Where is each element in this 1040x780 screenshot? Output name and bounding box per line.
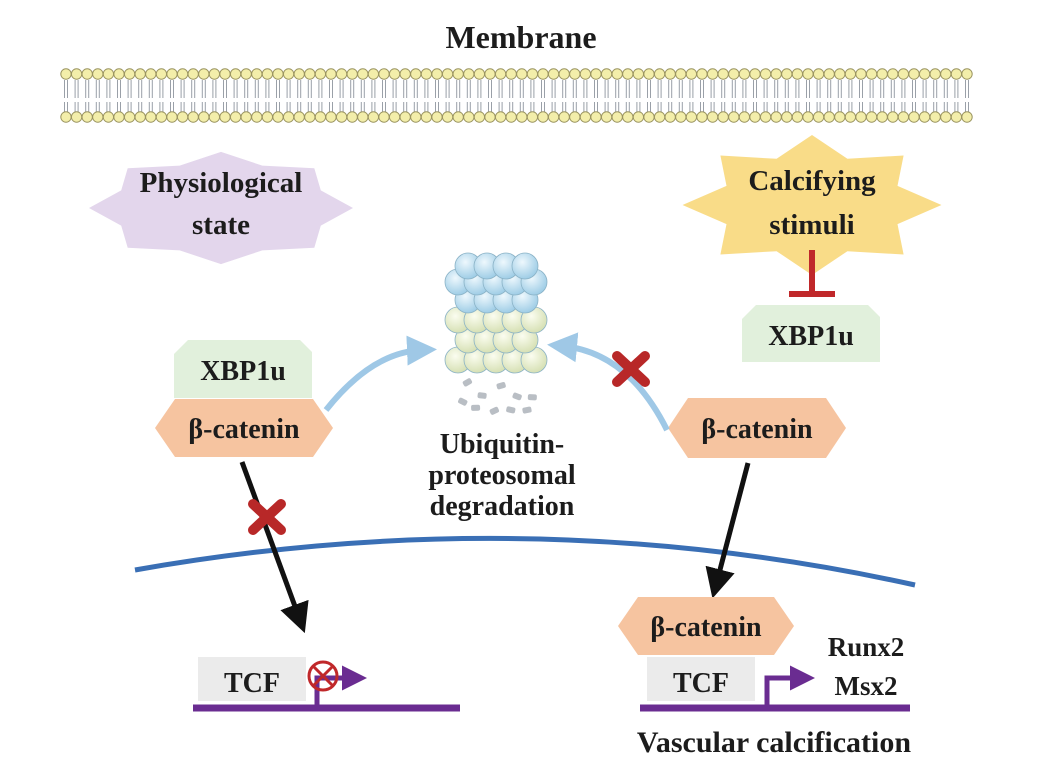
- nuclear-translocation-arrow: [705, 462, 751, 599]
- degradation-arrow-right: [547, 332, 670, 432]
- beta-catenin-left: β-catenin: [155, 399, 333, 457]
- calcifying-stimuli-label-line1: Calcifying: [748, 165, 876, 197]
- tcf-left-label: TCF: [224, 668, 280, 699]
- target-gene-msx2: Msx2: [835, 671, 898, 701]
- proteasome-label-line3: degradation: [430, 491, 575, 522]
- degradation-arrow-left: [323, 335, 437, 412]
- transcription-blocked-icon: [307, 660, 339, 692]
- proteasome-label-line1: Ubiquitin-: [440, 429, 565, 460]
- xbp1u-left-box: XBP1u: [174, 340, 312, 398]
- calcifying-stimuli-label-line2: stimuli: [769, 209, 854, 241]
- physiological-state-label-line1: Physiological: [140, 167, 303, 199]
- outcome-label: Vascular calcification: [637, 726, 911, 759]
- beta-catenin-left-label: β-catenin: [188, 414, 300, 445]
- calcifying-stimuli-shape: Calcifying stimuli: [682, 135, 942, 275]
- proteasome-label-line2: proteosomal: [428, 460, 575, 491]
- proteasome-icon: [444, 252, 548, 415]
- xbp1u-right-label: XBP1u: [768, 321, 854, 352]
- beta-catenin-nucleus: β-catenin: [618, 597, 794, 655]
- target-gene-runx2: Runx2: [828, 632, 905, 662]
- tcf-right-complex: TCF: [640, 657, 910, 712]
- xbp1u-right-box: XBP1u: [742, 305, 880, 362]
- inhibition-arrow: [789, 250, 835, 297]
- physiological-state-shape: Physiological state: [89, 151, 353, 265]
- xbp1u-left-label: XBP1u: [200, 356, 286, 387]
- nuclear-envelope: [134, 535, 916, 588]
- block-x-icon: [248, 499, 286, 535]
- membrane-label: Membrane: [445, 19, 596, 55]
- blocked-translocation-arrow: [239, 461, 309, 634]
- beta-catenin-cytoplasm-label: β-catenin: [701, 414, 813, 445]
- physiological-state-label-line2: state: [192, 209, 250, 241]
- tcf-left-complex: TCF: [193, 657, 460, 712]
- block-x-icon: [612, 351, 650, 387]
- beta-catenin-cytoplasm: β-catenin: [668, 398, 846, 458]
- tcf-right-label: TCF: [673, 668, 729, 699]
- beta-catenin-nucleus-label: β-catenin: [650, 612, 762, 643]
- cell-membrane: [60, 68, 973, 123]
